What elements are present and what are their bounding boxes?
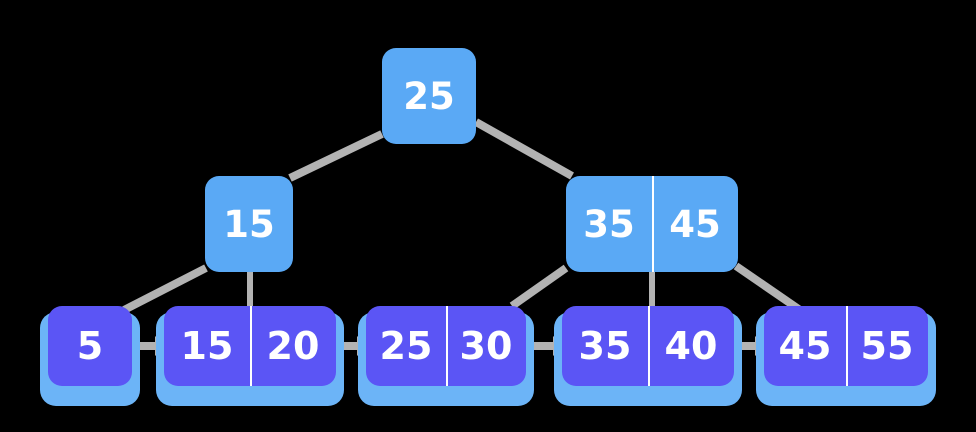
key-cell: 45 <box>652 176 738 272</box>
btree-node-leaf-1[interactable]: 5 <box>48 306 132 386</box>
key-cell: 45 <box>778 324 832 368</box>
key-cell: 15 <box>180 324 234 368</box>
key-cell: 55 <box>846 306 928 386</box>
key-cell: 20 <box>250 306 336 386</box>
key-cell: 15 <box>223 202 275 246</box>
btree-node-leaf-3[interactable]: 25 30 <box>366 306 526 386</box>
tree-edge-right-to-leaf3 <box>509 264 569 310</box>
key-cell: 35 <box>583 202 635 246</box>
key-cell: 25 <box>379 324 433 368</box>
tree-edge-root-to-right <box>474 118 574 180</box>
key-cell: 35 <box>578 324 632 368</box>
tree-edge-right-to-leaf5 <box>733 262 803 314</box>
tree-edge-left-to-leaf1 <box>122 264 208 314</box>
key-cell: 30 <box>446 306 526 386</box>
key-cell: 5 <box>76 324 104 368</box>
btree-node-internal-right[interactable]: 35 45 <box>566 176 738 272</box>
btree-node-internal-left[interactable]: 15 <box>205 176 293 272</box>
key-cell: 25 <box>403 74 455 118</box>
btree-node-root[interactable]: 25 <box>382 48 476 144</box>
tree-edge-root-to-left <box>288 130 384 182</box>
key-cell: 40 <box>648 306 734 386</box>
btree-node-leaf-5[interactable]: 45 55 <box>764 306 928 386</box>
btree-node-leaf-4[interactable]: 35 40 <box>562 306 734 386</box>
